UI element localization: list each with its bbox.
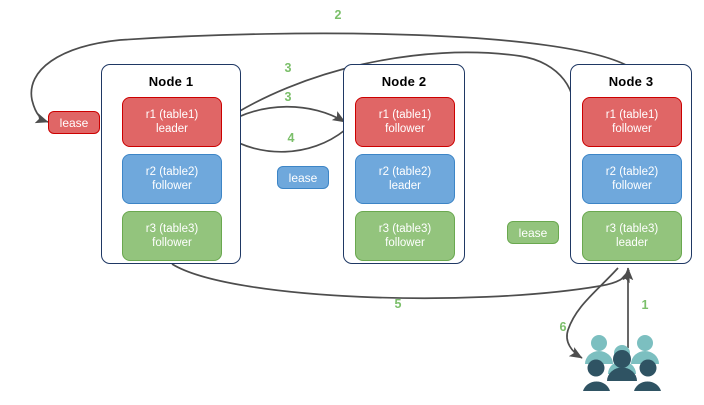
replica-box-r3[interactable]: r3 (table3) follower xyxy=(355,211,455,261)
step-text: 5 xyxy=(394,297,402,311)
replica-name: r1 (table1) xyxy=(378,109,432,121)
replica-name: r1 (table1) xyxy=(605,109,659,121)
users-icon xyxy=(583,335,661,391)
replica-role: leader xyxy=(389,180,421,192)
node-container-node3[interactable]: Node 3 r1 (table1) follower r2 (table2) … xyxy=(570,64,692,264)
lease-chip-r1[interactable]: lease xyxy=(48,111,100,134)
replica-box-r2[interactable]: r2 (table2) follower xyxy=(582,154,682,204)
step-label-2: 2 xyxy=(330,8,346,22)
node-container-node2[interactable]: Node 2 r1 (table1) follower r2 (table2) … xyxy=(343,64,465,264)
replica-role: follower xyxy=(612,180,652,192)
replica-box-r2[interactable]: r2 (table2) leader xyxy=(355,154,455,204)
lease-label: lease xyxy=(59,115,89,130)
replica-name: r1 (table1) xyxy=(145,109,199,121)
replica-name: r2 (table2) xyxy=(145,166,199,178)
step-text: 2 xyxy=(334,8,342,22)
node-title: Node 3 xyxy=(608,74,654,89)
replica-box-r3[interactable]: r3 (table3) leader xyxy=(582,211,682,261)
replica-name: r3 (table3) xyxy=(605,223,659,235)
replica-role: follower xyxy=(385,237,425,249)
step-text: 4 xyxy=(287,131,295,145)
step-label-3-lens: 3 xyxy=(280,90,296,104)
replica-name: r3 (table3) xyxy=(378,223,432,235)
replica-name: r3 (table3) xyxy=(145,223,199,235)
node-title: Node 2 xyxy=(381,74,427,89)
lease-label: lease xyxy=(288,170,318,185)
step-text: 6 xyxy=(559,320,567,334)
replica-box-r1[interactable]: r1 (table1) leader xyxy=(122,97,222,147)
step-text: 1 xyxy=(641,298,649,312)
replica-role: follower xyxy=(152,237,192,249)
step-text: 3 xyxy=(284,90,292,104)
replica-box-r3[interactable]: r3 (table3) follower xyxy=(122,211,222,261)
replica-role: follower xyxy=(385,123,425,135)
step-label-3-upper: 3 xyxy=(280,61,296,75)
replica-name: r2 (table2) xyxy=(605,166,659,178)
replica-role: leader xyxy=(156,123,188,135)
edge-step-5 xyxy=(171,263,630,300)
replica-box-r1[interactable]: r1 (table1) follower xyxy=(582,97,682,147)
lease-chip-r3[interactable]: lease xyxy=(507,221,559,244)
node-title: Node 1 xyxy=(148,74,194,89)
step-label-4: 4 xyxy=(283,131,299,145)
step-label-5: 5 xyxy=(390,297,406,311)
node-container-node1[interactable]: Node 1 r1 (table1) leader r2 (table2) fo… xyxy=(101,64,241,264)
replica-box-r2[interactable]: r2 (table2) follower xyxy=(122,154,222,204)
lease-label: lease xyxy=(518,225,548,240)
replica-name: r2 (table2) xyxy=(378,166,432,178)
replica-role: follower xyxy=(152,180,192,192)
lease-chip-r2[interactable]: lease xyxy=(277,166,329,189)
replica-role: leader xyxy=(616,237,648,249)
replica-box-r1[interactable]: r1 (table1) follower xyxy=(355,97,455,147)
step-label-6: 6 xyxy=(555,320,571,334)
step-label-1: 1 xyxy=(637,298,653,312)
step-text: 3 xyxy=(284,61,292,75)
replica-role: follower xyxy=(612,123,652,135)
